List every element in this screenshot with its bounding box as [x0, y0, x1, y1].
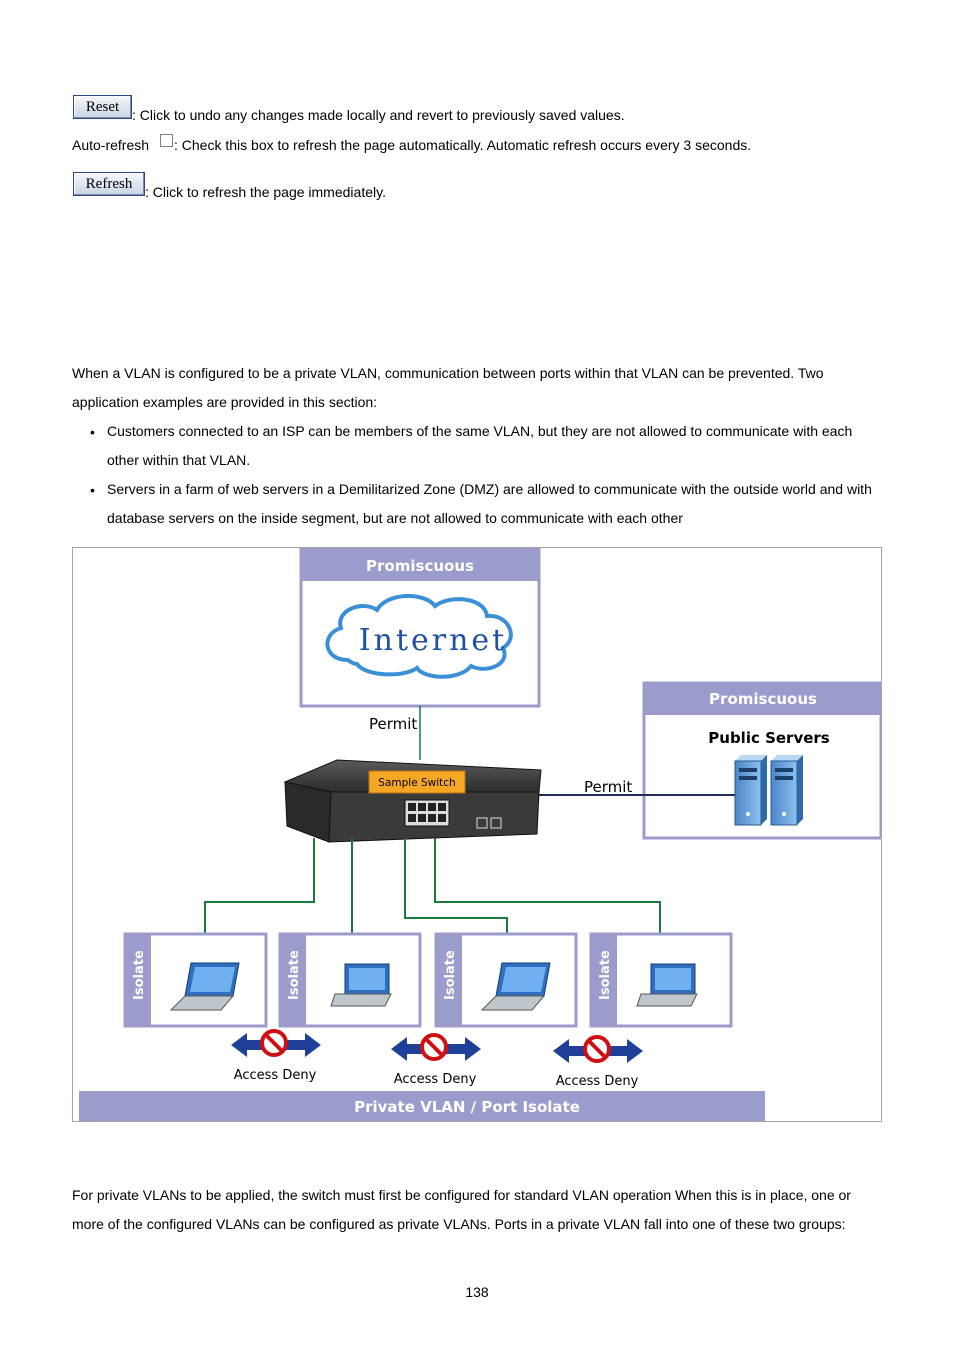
private-vlan-diagram: Promiscuous Internet Permit Promiscuous … — [72, 547, 882, 1122]
switch-icon: Sample Switch — [283, 759, 542, 843]
isolate-label-3: Isolate — [443, 950, 458, 1000]
access-deny-arrow-2 — [391, 1033, 481, 1061]
access-deny-label-3: Access Deny — [556, 1074, 639, 1089]
desktop-icon — [330, 963, 392, 1007]
autorefresh-label: Auto-refresh — [72, 137, 150, 153]
isolate-label-1: Isolate — [132, 950, 147, 1000]
autorefresh-checkbox[interactable] — [160, 134, 173, 147]
isolate-label-2: Isolate — [287, 950, 302, 1000]
promiscuous-servers-box: Promiscuous Public Servers — [642, 681, 881, 840]
permit-right-label: Permit — [584, 778, 632, 796]
isolate-label-4: Isolate — [598, 950, 613, 1000]
refresh-button[interactable]: Refresh — [73, 172, 145, 196]
access-deny-label-2: Access Deny — [394, 1072, 477, 1087]
access-deny-label-1: Access Deny — [234, 1068, 317, 1083]
public-servers-label: Public Servers — [708, 729, 830, 747]
laptop-icon — [169, 962, 240, 1011]
internet-label: Internet — [359, 623, 507, 658]
bullet-item-dmz: Servers in a farm of web servers in a De… — [107, 481, 872, 526]
internet-cloud-icon — [325, 593, 513, 679]
footer-banner — [79, 1091, 765, 1121]
page-number: 138 — [465, 1284, 489, 1300]
bullet-marker: • — [90, 482, 95, 498]
access-deny-arrow-3 — [553, 1035, 643, 1063]
bullet-marker: • — [90, 424, 95, 440]
reset-button[interactable]: Reset — [73, 95, 132, 119]
closing-paragraph: For private VLANs to be applied, the swi… — [72, 1187, 851, 1232]
promiscuous-left-title: Promiscuous — [366, 557, 474, 575]
permit-top-label: Permit — [369, 715, 417, 733]
server-icon — [734, 755, 803, 826]
bullet-item-isp: Customers connected to an ISP can be mem… — [107, 423, 853, 468]
laptop-icon — [480, 962, 551, 1011]
promiscuous-internet-box: Promiscuous Internet — [299, 548, 541, 708]
footer-banner-title: Private VLAN / Port Isolate — [354, 1098, 580, 1116]
desktop-icon — [636, 963, 698, 1007]
promiscuous-right-title: Promiscuous — [709, 690, 817, 708]
reset-description: : Click to undo any changes made locally… — [132, 107, 625, 123]
switch-label: Sample Switch — [378, 777, 455, 789]
autorefresh-description: : Check this box to refresh the page aut… — [174, 137, 752, 153]
intro-paragraph: When a VLAN is configured to be a privat… — [72, 365, 824, 410]
refresh-description: : Click to refresh the page immediately. — [145, 184, 386, 200]
access-deny-arrow-1 — [231, 1029, 321, 1057]
